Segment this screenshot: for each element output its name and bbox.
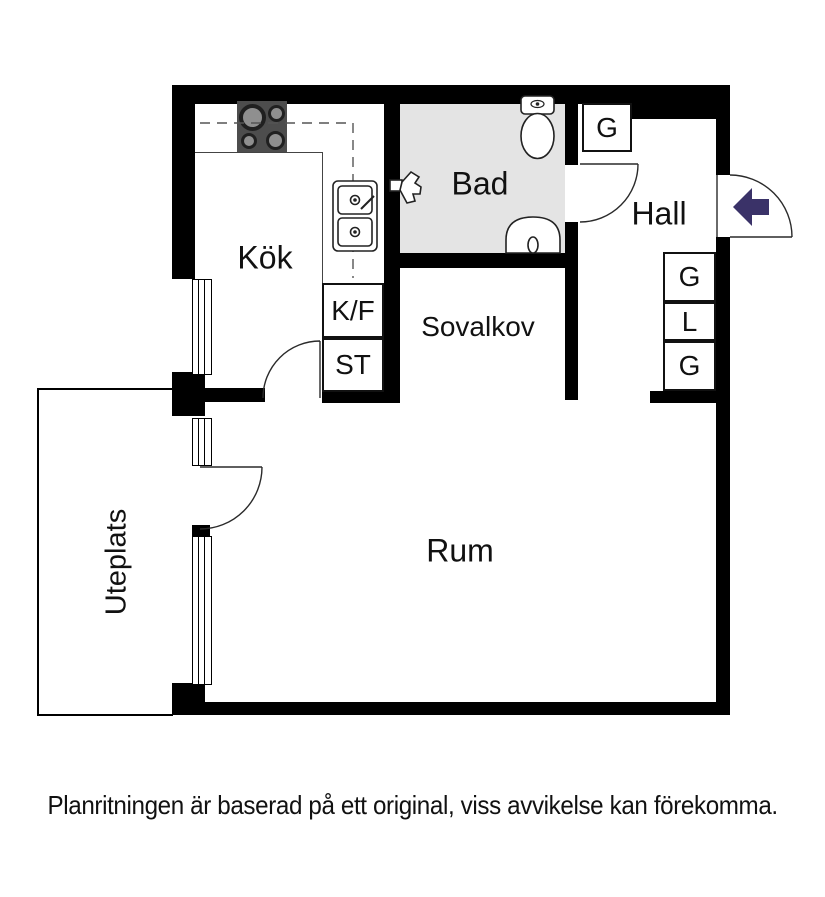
wall — [630, 85, 730, 119]
wall — [716, 237, 730, 715]
wall — [172, 85, 730, 104]
window-pane — [204, 419, 205, 465]
room-label-sleeping-alcove: Sovalkov — [421, 311, 535, 342]
window-pane — [198, 280, 199, 374]
bathroom-door-arc — [579, 163, 639, 223]
kitchen-door-arc — [262, 340, 321, 399]
closet-label: L — [681, 305, 698, 337]
closet-cleaning: ST — [322, 338, 384, 392]
closet-right-1: G — [663, 252, 716, 302]
closet-label: G — [678, 261, 701, 292]
bathroom-sink-icon — [505, 216, 561, 254]
wall — [565, 85, 578, 165]
closet-label: ST — [335, 349, 371, 380]
patio-door-arc — [199, 466, 263, 530]
window — [192, 536, 212, 685]
wall — [565, 222, 578, 400]
wall — [172, 683, 205, 715]
burner-icon — [241, 133, 257, 149]
wall — [716, 104, 730, 175]
toilet-icon — [520, 95, 555, 160]
stove-icon — [237, 101, 287, 152]
wall — [322, 389, 400, 403]
closet-right-3: G — [663, 341, 716, 391]
caption-text: Planritningen är baserad på ett original… — [47, 790, 778, 820]
burner-icon — [268, 105, 285, 122]
window — [192, 418, 212, 466]
window-pane — [204, 537, 205, 684]
closet-right-2: L — [663, 302, 716, 341]
burner-icon — [239, 104, 266, 131]
wall — [384, 85, 400, 403]
counter-edge — [322, 152, 323, 283]
room-label-patio: Uteplats — [100, 508, 133, 616]
room-label-hall: Hall — [631, 195, 687, 232]
burner-icon — [266, 131, 285, 150]
closet-fridge-freezer: K/F — [322, 283, 384, 338]
wall — [650, 391, 716, 403]
wall — [172, 702, 730, 715]
counter-edge — [195, 152, 322, 153]
closet-label: G — [678, 350, 701, 381]
caption: Planritningen är baserad på ett original… — [0, 790, 825, 821]
window-pane — [198, 537, 199, 684]
entrance-arrow-icon — [733, 188, 769, 226]
window-pane — [198, 419, 199, 465]
room-label-bathroom: Bad — [451, 165, 509, 202]
entrance-door-arc — [716, 174, 793, 238]
window — [192, 279, 212, 375]
wall — [172, 85, 195, 279]
room-label-main-room: Rum — [426, 532, 494, 569]
window-pane — [204, 280, 205, 374]
door-symbols — [199, 163, 793, 530]
closet-hall-top: G — [582, 103, 632, 152]
wall — [384, 253, 578, 268]
room-label-kitchen: Kök — [237, 239, 293, 276]
kitchen-sink-icon — [332, 180, 378, 252]
closet-label: G — [596, 111, 618, 143]
shower-mixer-icon — [389, 170, 422, 204]
wall — [172, 388, 265, 402]
patio-outline — [37, 388, 173, 716]
closet-label: K/F — [331, 294, 375, 326]
wall — [192, 525, 210, 536]
